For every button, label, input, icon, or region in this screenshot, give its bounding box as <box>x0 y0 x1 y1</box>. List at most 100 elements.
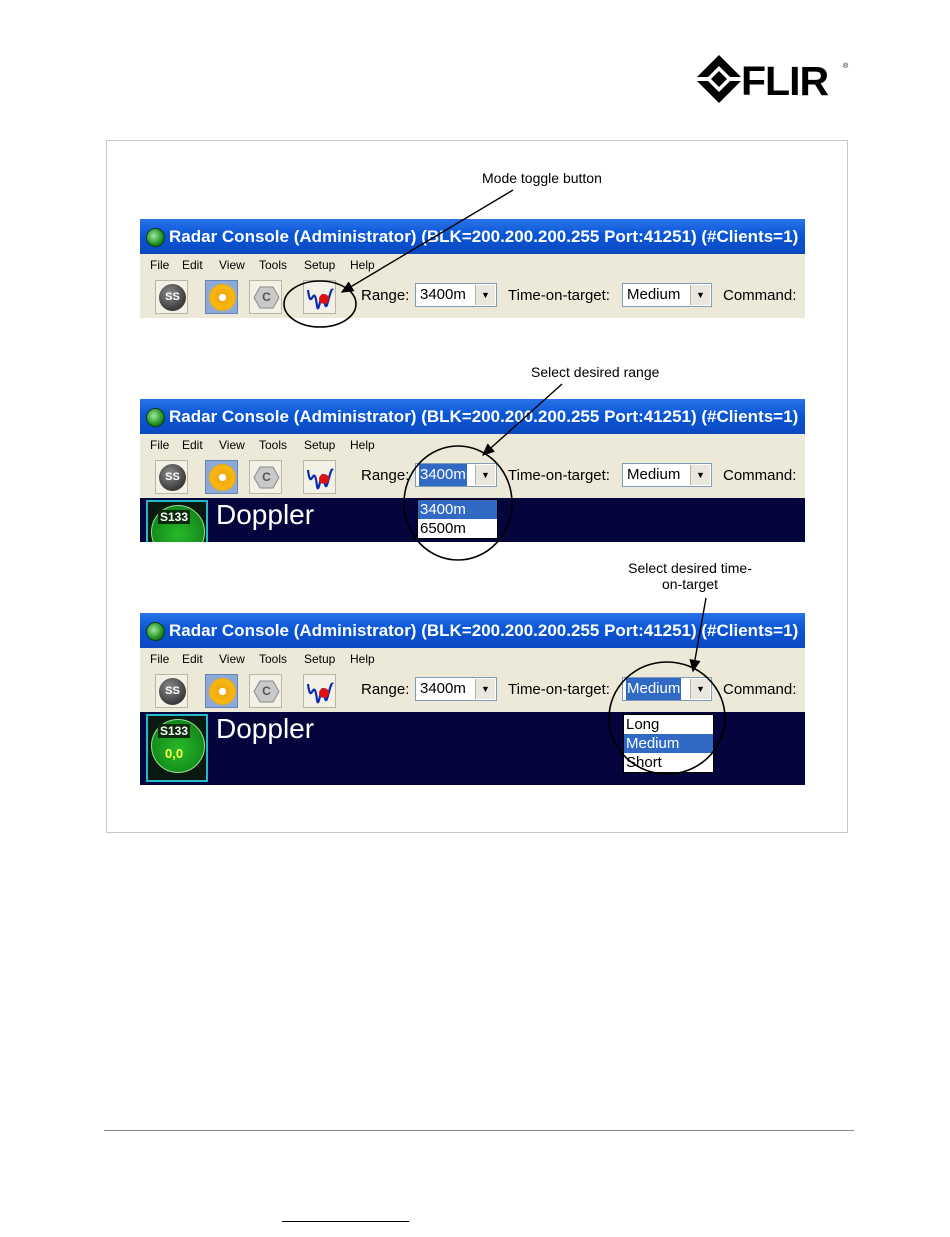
menu-view[interactable]: View <box>219 258 245 272</box>
time-on-target-select[interactable]: Medium ▼ <box>622 463 712 487</box>
menu-setup[interactable]: Setup <box>304 438 336 452</box>
footer-rule <box>104 1130 854 1131</box>
sensor-id: S133 <box>158 724 191 738</box>
arrow-select-time-on-target <box>689 597 707 673</box>
command-label: Command: <box>723 681 797 698</box>
gear-icon <box>209 464 236 491</box>
sensor-id: S133 <box>158 510 191 524</box>
console-window-2: Radar Console (Administrator) (BLK=200.2… <box>140 399 805 542</box>
c-button[interactable]: C <box>249 674 282 708</box>
sensor-badge[interactable]: S133 <box>146 500 208 542</box>
ss-icon: SS <box>159 464 186 491</box>
title-bar: Radar Console (Administrator) (BLK=200.2… <box>140 219 805 254</box>
menu-setup[interactable]: Setup <box>304 652 336 666</box>
radar-app-icon <box>146 228 165 247</box>
highlight-circle-time-on-target <box>608 661 726 775</box>
menu-help[interactable]: Help <box>350 438 375 452</box>
mode-toggle-button[interactable] <box>303 460 336 494</box>
ss-icon: SS <box>159 284 186 311</box>
flir-logo-icon <box>697 55 741 103</box>
hexagon-c-icon: C <box>253 284 280 311</box>
menu-help[interactable]: Help <box>350 652 375 666</box>
time-on-target-value: Medium <box>626 678 682 700</box>
chevron-down-icon[interactable]: ▼ <box>475 679 495 699</box>
ss-button[interactable]: SS <box>155 674 188 708</box>
tot-option-medium[interactable]: Medium <box>624 734 713 753</box>
c-button[interactable]: C <box>249 460 282 494</box>
time-on-target-label: Time-on-target: <box>508 681 610 698</box>
toolbar: SS C Range: 3400m ▼ Time-on-target: Medi… <box>140 456 805 498</box>
chevron-down-icon[interactable]: ▼ <box>690 285 710 305</box>
gear-icon <box>209 678 236 705</box>
hexagon-c-icon: C <box>253 464 280 491</box>
menu-view[interactable]: View <box>219 652 245 666</box>
menu-tools[interactable]: Tools <box>259 258 288 272</box>
time-on-target-select[interactable]: Medium ▼ <box>622 283 712 307</box>
command-label: Command: <box>723 287 797 304</box>
settings-button[interactable] <box>205 674 238 708</box>
range-label: Range: <box>361 287 410 304</box>
ss-button[interactable]: SS <box>155 280 188 314</box>
chevron-down-icon[interactable]: ▼ <box>475 465 495 485</box>
menu-help[interactable]: Help <box>350 258 375 272</box>
time-on-target-value: Medium <box>627 466 681 483</box>
menu-bar: File Edit View Tools Setup Help <box>140 434 805 456</box>
chevron-down-icon[interactable]: ▼ <box>690 679 710 699</box>
tot-option-short[interactable]: Short <box>626 754 662 771</box>
time-on-target-select[interactable]: Medium ▼ <box>622 677 712 701</box>
callout-select-range: Select desired range <box>531 364 660 380</box>
flir-logo: FLIR ® <box>697 55 849 107</box>
mode-toggle-button[interactable] <box>303 280 336 314</box>
menu-view[interactable]: View <box>219 438 245 452</box>
callout-mode-toggle: Mode toggle button <box>482 170 602 186</box>
range-option-6500m[interactable]: 6500m <box>420 520 466 537</box>
mode-text: Doppler <box>216 499 315 530</box>
menu-edit[interactable]: Edit <box>182 652 203 666</box>
range-value: 3400m <box>419 464 467 486</box>
range-select[interactable]: 3400m ▼ <box>415 463 497 487</box>
time-on-target-dropdown-list: Long Medium Short <box>623 714 714 773</box>
title-bar: Radar Console (Administrator) (BLK=200.2… <box>140 399 805 434</box>
window-title: Radar Console (Administrator) (BLK=200.2… <box>169 407 799 426</box>
range-value: 3400m <box>420 286 466 303</box>
chevron-down-icon[interactable]: ▼ <box>690 465 710 485</box>
logo-registered-mark: ® <box>843 63 849 70</box>
logo-wordmark: FLIR <box>741 58 829 104</box>
settings-button[interactable] <box>205 460 238 494</box>
menu-setup[interactable]: Setup <box>304 258 336 272</box>
ss-button[interactable]: SS <box>155 460 188 494</box>
gear-icon <box>209 284 236 311</box>
settings-button[interactable] <box>205 280 238 314</box>
arrow-select-range <box>481 383 563 456</box>
tot-option-long[interactable]: Long <box>626 716 660 733</box>
callout-tot-line-1: Select desired time- <box>628 560 752 576</box>
ss-icon: SS <box>159 678 186 705</box>
menu-tools[interactable]: Tools <box>259 652 288 666</box>
sensor-coordinates: 0,0 <box>165 746 184 761</box>
range-select[interactable]: 3400m ▼ <box>415 283 497 307</box>
mode-toggle-button[interactable] <box>303 674 336 708</box>
range-dropdown-list: 3400m 6500m <box>417 499 498 539</box>
menu-file[interactable]: File <box>150 258 170 272</box>
menu-file[interactable]: File <box>150 652 170 666</box>
radar-app-icon <box>146 622 165 641</box>
figure-frame <box>106 140 848 833</box>
chevron-down-icon[interactable]: ▼ <box>475 285 495 305</box>
waveform-icon <box>306 284 335 315</box>
range-select[interactable]: 3400m ▼ <box>415 677 497 701</box>
console-window-1: Radar Console (Administrator) (BLK=200.2… <box>140 219 805 326</box>
c-button[interactable]: C <box>249 280 282 314</box>
menu-edit[interactable]: Edit <box>182 438 203 452</box>
window-title: Radar Console (Administrator) (BLK=200.2… <box>169 227 799 246</box>
menu-tools[interactable]: Tools <box>259 438 288 452</box>
menu-file[interactable]: File <box>150 438 170 452</box>
range-option-3400m[interactable]: 3400m <box>418 500 497 519</box>
hexagon-c-icon: C <box>253 678 280 705</box>
callout-select-time-on-target: Select desired time- on-target <box>604 560 776 592</box>
toolbar: SS C Range: 3400m ▼ Time-on-target: Medi… <box>140 276 805 318</box>
range-label: Range: <box>361 467 410 484</box>
sensor-badge[interactable]: S133 0,0 <box>146 714 208 782</box>
menu-bar: File Edit View Tools Setup Help <box>140 254 805 276</box>
menu-edit[interactable]: Edit <box>182 258 203 272</box>
